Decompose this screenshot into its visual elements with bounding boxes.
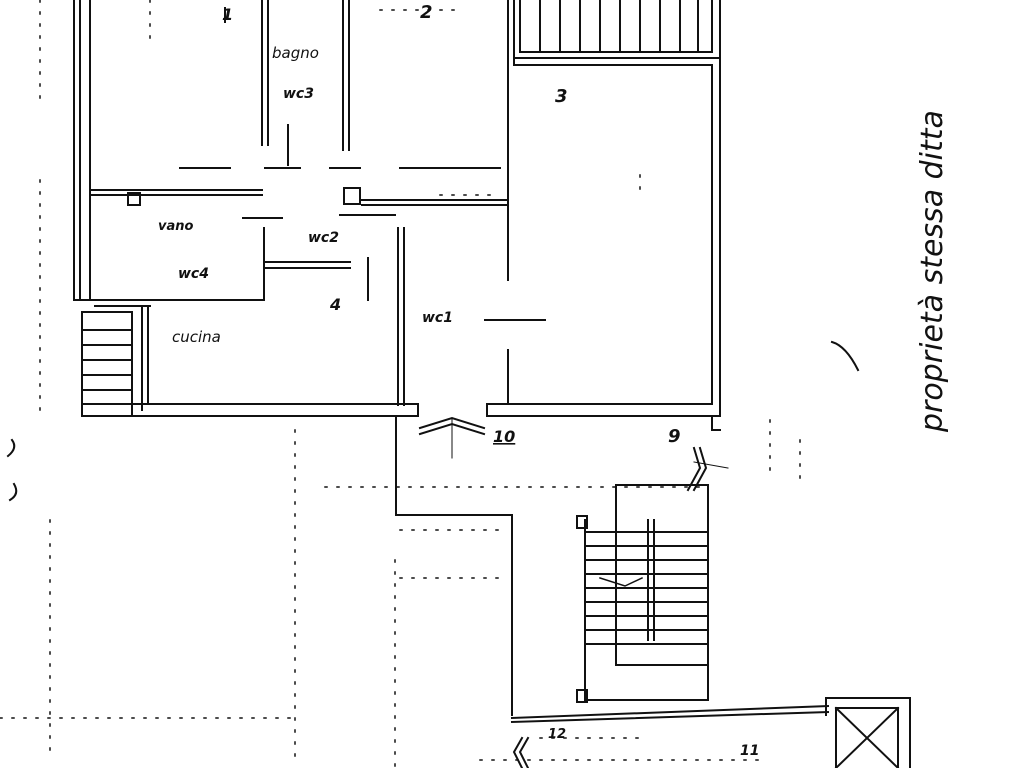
left-stair [81, 311, 133, 417]
label-num1: 1 [222, 5, 233, 24]
label-num9: 9 [668, 426, 681, 447]
label-wc2: wc2 [308, 230, 339, 246]
label-wc3: wc3 [283, 86, 314, 102]
label-num3: 3 [555, 86, 568, 107]
label-bagno: bagno [272, 44, 319, 62]
main-stairwell [576, 484, 709, 703]
lift-shaft [825, 697, 911, 768]
living-room-walls [484, 0, 721, 431]
label-num11: 11 [740, 743, 759, 759]
side-note: proprietà stessa ditta [915, 110, 950, 433]
balcony-railing [519, 0, 713, 53]
label-vano: vano [158, 219, 194, 234]
label-num10: 10 [493, 427, 515, 446]
bathroom-walls [179, 0, 501, 169]
label-wc4: wc4 [178, 266, 209, 282]
label-num12: 12 [548, 727, 566, 742]
label-wc1: wc1 [422, 310, 453, 326]
label-num4: 4 [329, 295, 341, 314]
label-cucina: cucina [172, 328, 221, 346]
wall-posts [127, 187, 361, 206]
entrance-arrows [418, 416, 708, 768]
kitchen-walls [89, 194, 405, 411]
hand-marks [6, 7, 860, 502]
corridor-walls [89, 189, 509, 219]
landing-walls [395, 417, 830, 724]
left-exterior-wall [73, 0, 91, 301]
dashed-reference-lines [0, 0, 801, 768]
south-wall [131, 403, 721, 417]
label-num2: 2 [420, 2, 433, 23]
room-labels: bagno wc3 1 2 vano wc4 wc2 cucina 4 wc1 … [158, 2, 950, 759]
